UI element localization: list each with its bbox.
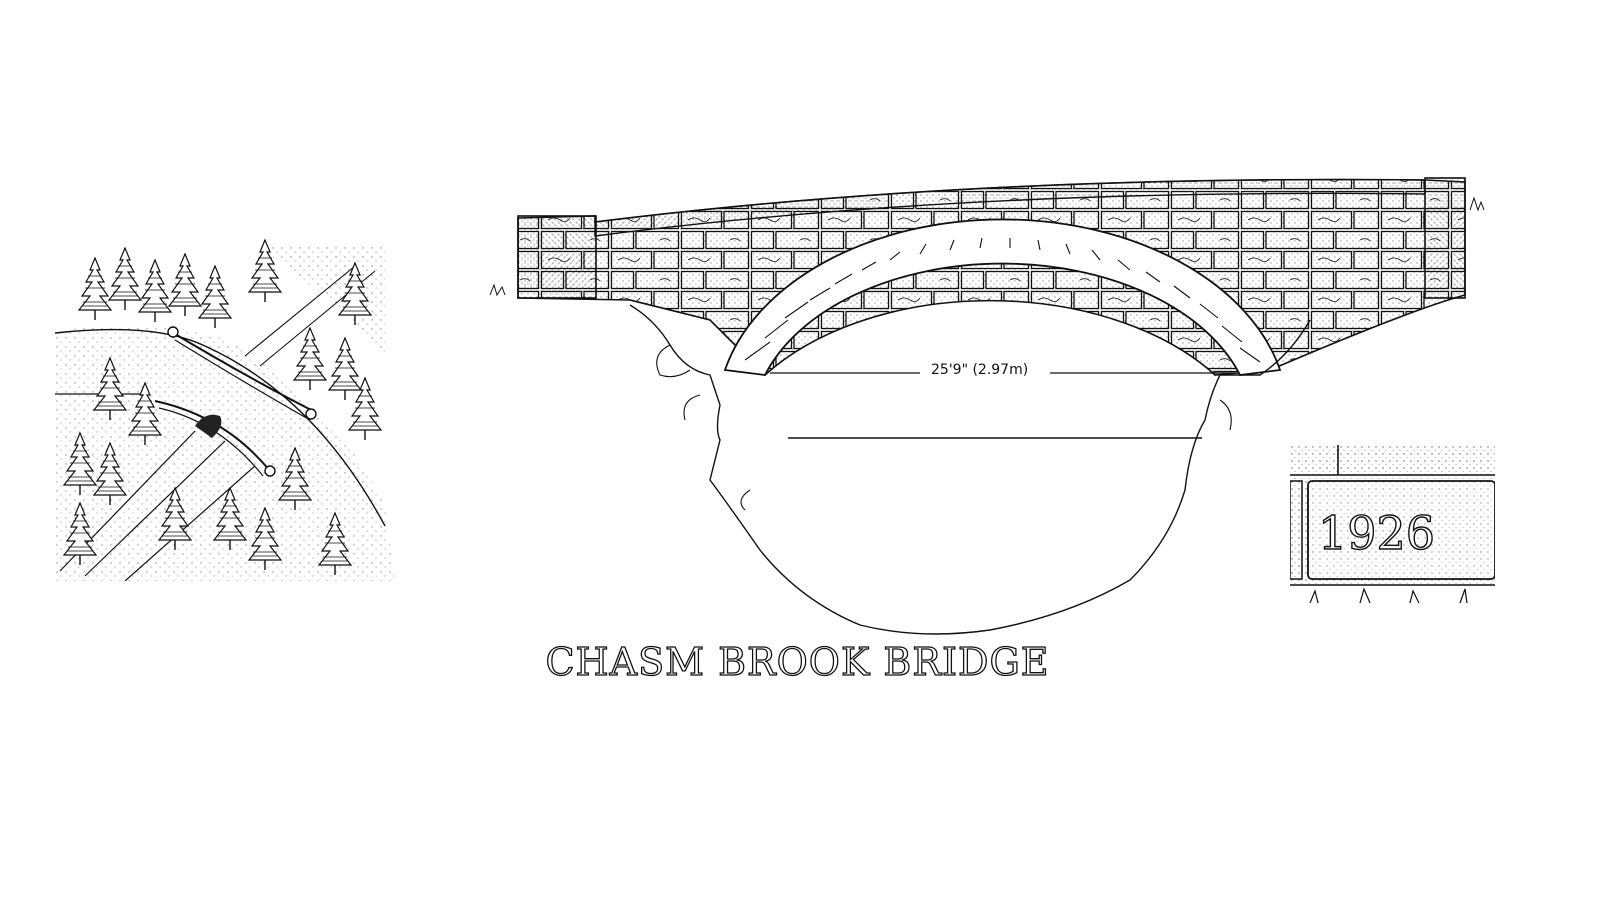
bridge-elevation-illustration [470,170,1530,640]
date-stone-drawing: 1926 [1290,445,1495,604]
date-stone-year: 1926 [1318,506,1435,560]
site-plan-illustration [55,236,395,581]
span-dimension-label: 25'9" (2.97m) [925,362,1035,378]
arch-bridge-drawing [489,177,1485,635]
drawing-title-text: CHASM BROOK BRIDGE [545,639,1050,684]
date-stone-illustration: 1926 [1290,445,1495,605]
aerial-view-drawing [55,239,395,581]
drawing-title: CHASM BROOK BRIDGE [0,639,1600,684]
